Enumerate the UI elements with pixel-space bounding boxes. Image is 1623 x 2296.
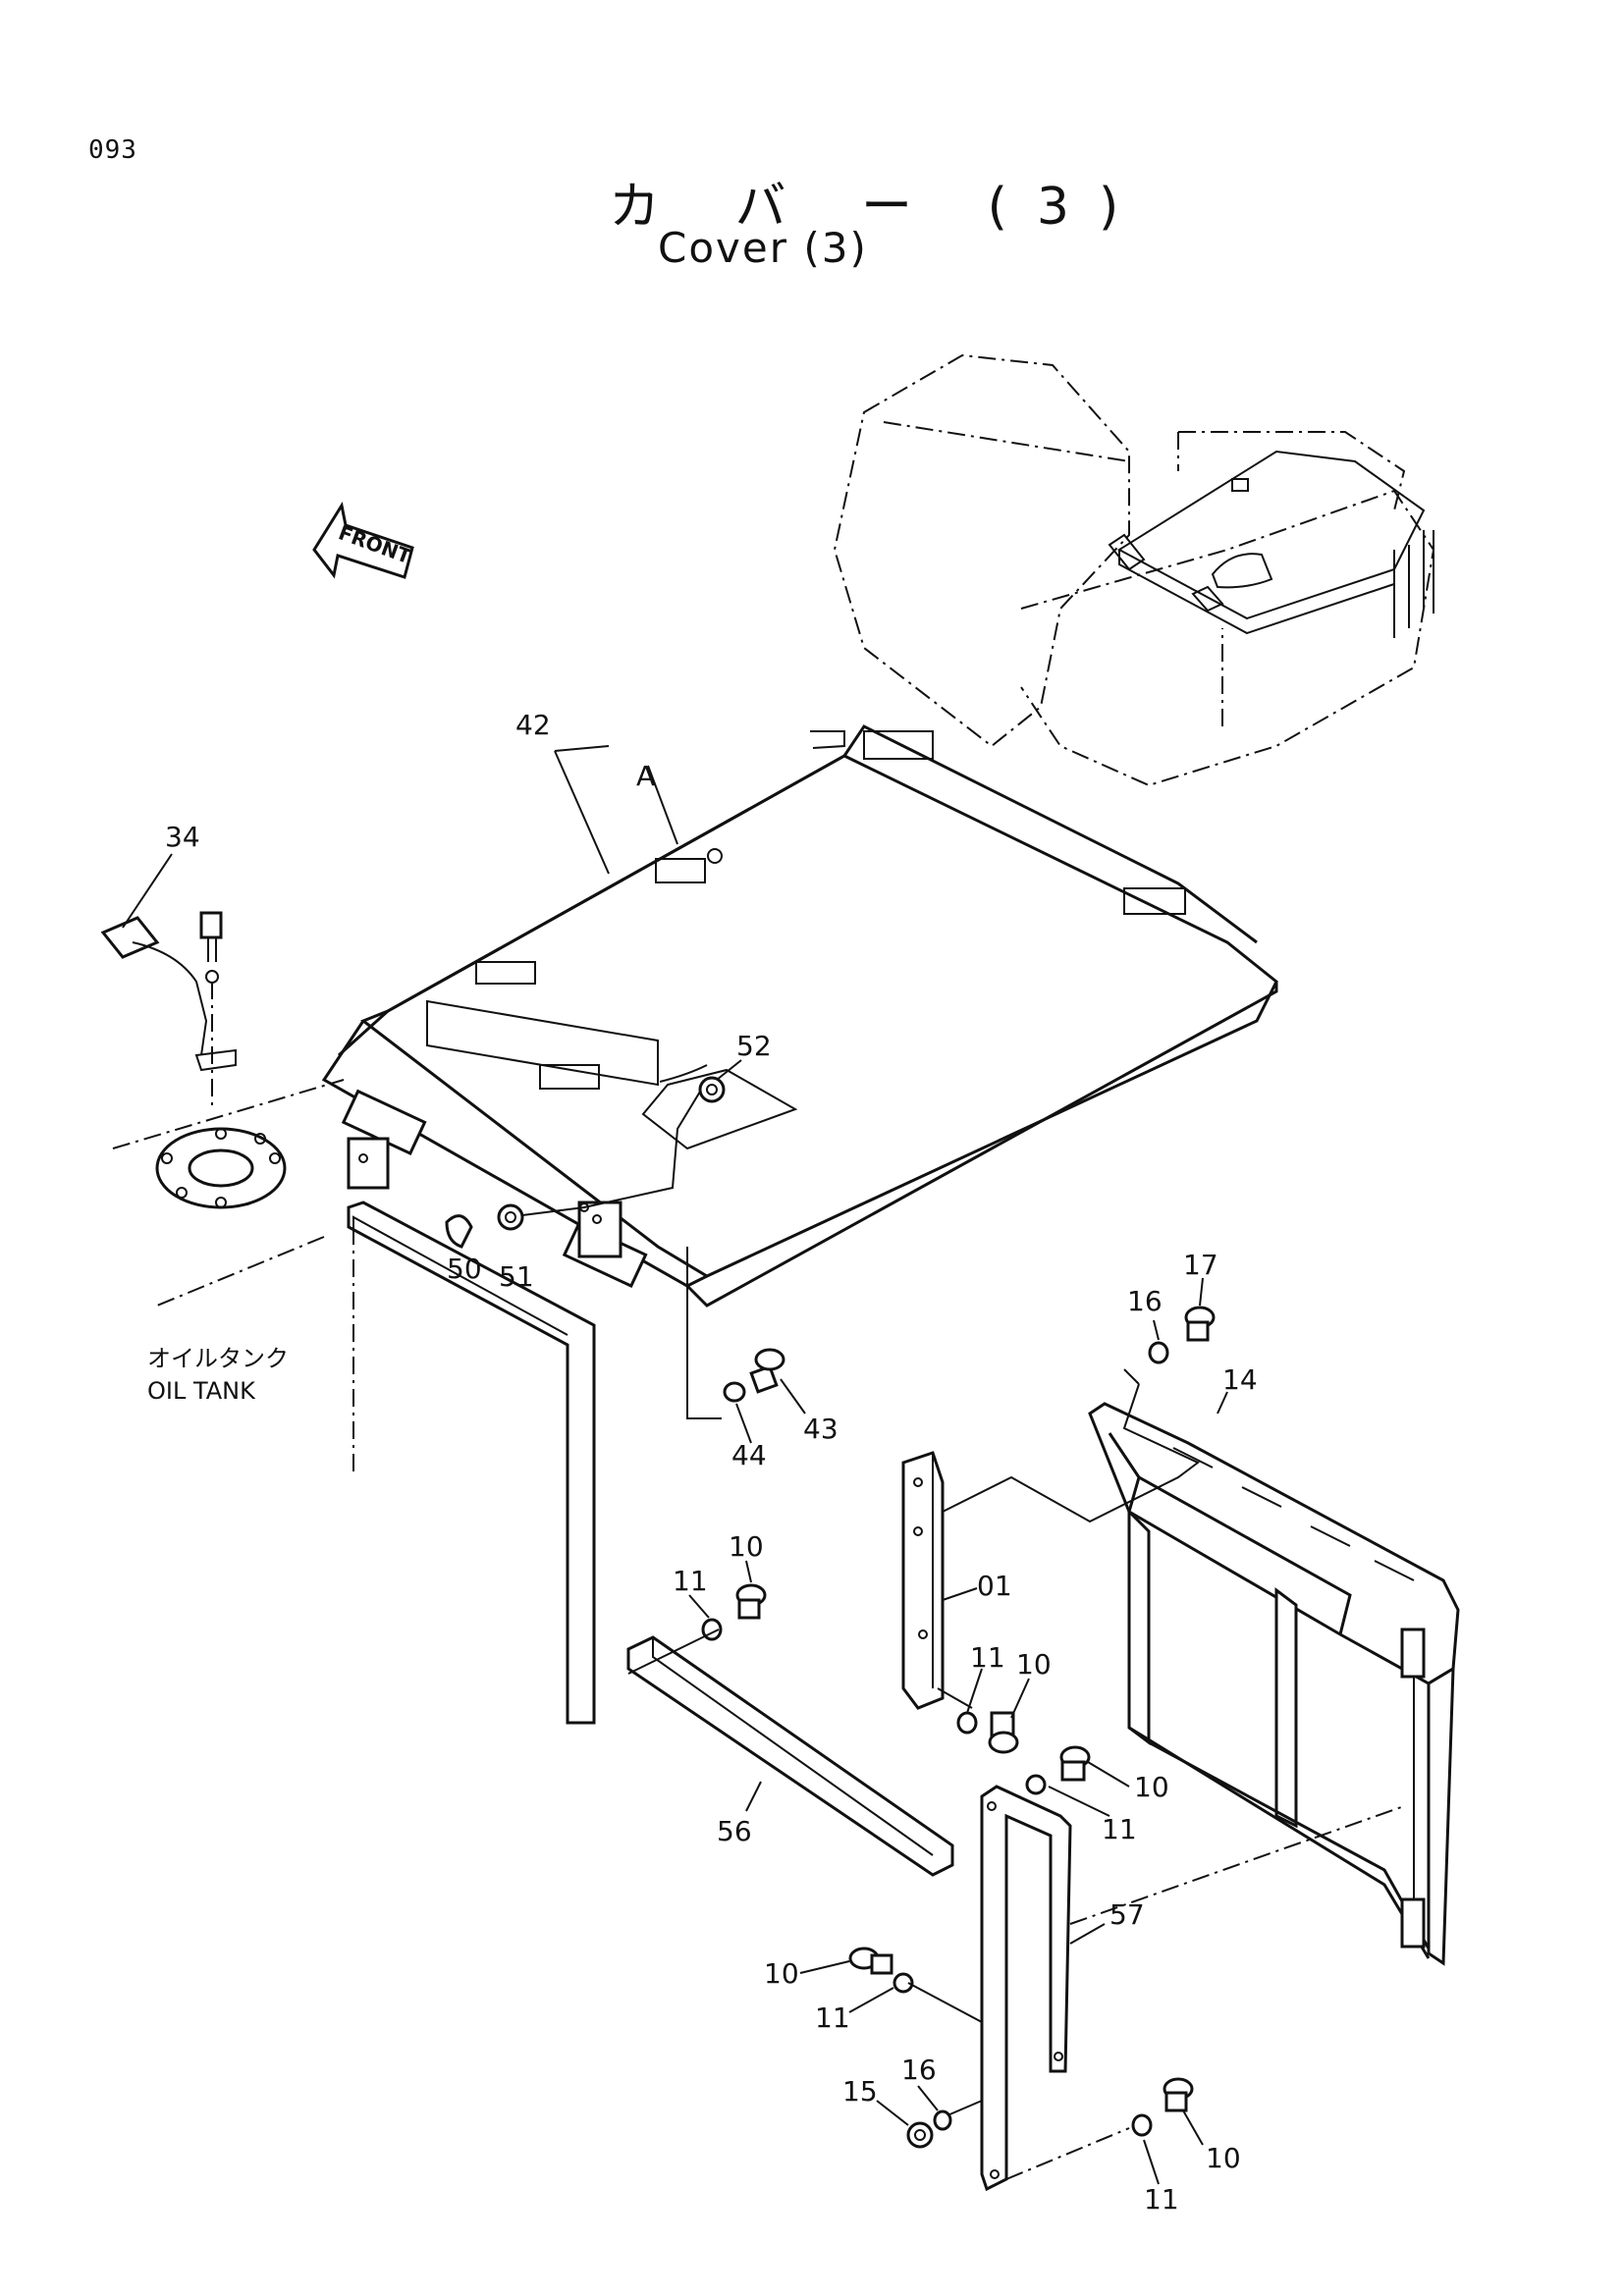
callout-10-e: 10 bbox=[1206, 2142, 1241, 2174]
title-english: Cover (3) bbox=[658, 224, 868, 272]
callout-10-d: 10 bbox=[764, 1957, 799, 1990]
callout-50: 50 bbox=[447, 1253, 482, 1285]
hinge-right bbox=[562, 1201, 648, 1289]
radiator-frame-14 bbox=[1088, 1402, 1460, 1966]
callout-11-c: 11 bbox=[1102, 1813, 1137, 1845]
callout-numbers: 42 A 34 52 50 51 17 16 14 43 44 10 11 01… bbox=[165, 709, 1258, 2216]
callout-15: 15 bbox=[842, 2075, 878, 2108]
washer-16b bbox=[933, 2109, 952, 2131]
callout-16-upper: 16 bbox=[1127, 1285, 1163, 1317]
callout-10-c: 10 bbox=[1134, 1771, 1169, 1803]
callout-11-b: 11 bbox=[970, 1641, 1005, 1674]
bolt-10e bbox=[1163, 2077, 1194, 2112]
chain-assembly bbox=[100, 911, 237, 1072]
callout-11-d: 11 bbox=[815, 2002, 850, 2034]
bolt-17 bbox=[1184, 1306, 1216, 1342]
callout-10-b: 10 bbox=[1016, 1648, 1052, 1681]
callout-52: 52 bbox=[736, 1030, 772, 1062]
callout-11-a: 11 bbox=[673, 1565, 708, 1597]
hinge-left bbox=[341, 1089, 427, 1190]
page-number: 093 bbox=[88, 135, 137, 165]
front-label: FRONT bbox=[336, 520, 414, 568]
callout-10-a: 10 bbox=[729, 1530, 764, 1563]
bracket-57 bbox=[980, 1785, 1072, 2192]
engine-cover bbox=[321, 724, 1278, 1308]
callout-57: 57 bbox=[1109, 1898, 1145, 1931]
callout-11-e: 11 bbox=[1144, 2183, 1179, 2216]
bolt-10c bbox=[1059, 1745, 1091, 1782]
oil-tank-label-jp: オイルタンク bbox=[147, 1345, 289, 1372]
callout-43: 43 bbox=[803, 1413, 839, 1445]
washer-16a bbox=[1148, 1341, 1169, 1364]
nut-15 bbox=[906, 2121, 934, 2149]
bracket-01 bbox=[901, 1451, 945, 1710]
callout-14: 14 bbox=[1222, 1363, 1258, 1396]
vent-pattern bbox=[475, 730, 1186, 1090]
washer-11b bbox=[956, 1711, 978, 1735]
washer-11c bbox=[1025, 1774, 1047, 1795]
washer-51 bbox=[497, 1203, 524, 1231]
callout-34: 34 bbox=[165, 821, 200, 853]
oil-tank-flange bbox=[112, 982, 345, 1307]
washer-11e bbox=[1131, 2113, 1153, 2137]
callout-42: 42 bbox=[515, 709, 551, 741]
bolt-10a bbox=[735, 1583, 767, 1620]
callout-44: 44 bbox=[731, 1439, 767, 1471]
callout-01: 01 bbox=[977, 1570, 1012, 1602]
washer-11d bbox=[893, 1972, 914, 1994]
callout-51: 51 bbox=[499, 1260, 534, 1293]
front-arrow: FRONT bbox=[312, 501, 414, 579]
radiator-fin-slots bbox=[1172, 1447, 1415, 1581]
bar-56 bbox=[626, 1635, 954, 1877]
callout-16-lower: 16 bbox=[901, 2054, 937, 2086]
machine-overview bbox=[833, 353, 1435, 787]
callout-56: 56 bbox=[717, 1815, 752, 1847]
title-japanese: カ バ ー (3) bbox=[609, 178, 1149, 237]
washer-44 bbox=[723, 1381, 746, 1403]
callout-leaders bbox=[122, 745, 1228, 2185]
rubber-stopper-50 bbox=[445, 1214, 473, 1249]
bolt-43 bbox=[749, 1348, 785, 1394]
bolt-10d bbox=[848, 1947, 893, 1975]
oil-tank-label-en: OIL TANK bbox=[147, 1377, 256, 1405]
nut-52 bbox=[698, 1076, 726, 1103]
view-label-a: A bbox=[636, 760, 655, 792]
bolt-10b bbox=[988, 1711, 1019, 1754]
callout-17: 17 bbox=[1183, 1249, 1218, 1281]
stay-bar bbox=[347, 1201, 596, 1725]
